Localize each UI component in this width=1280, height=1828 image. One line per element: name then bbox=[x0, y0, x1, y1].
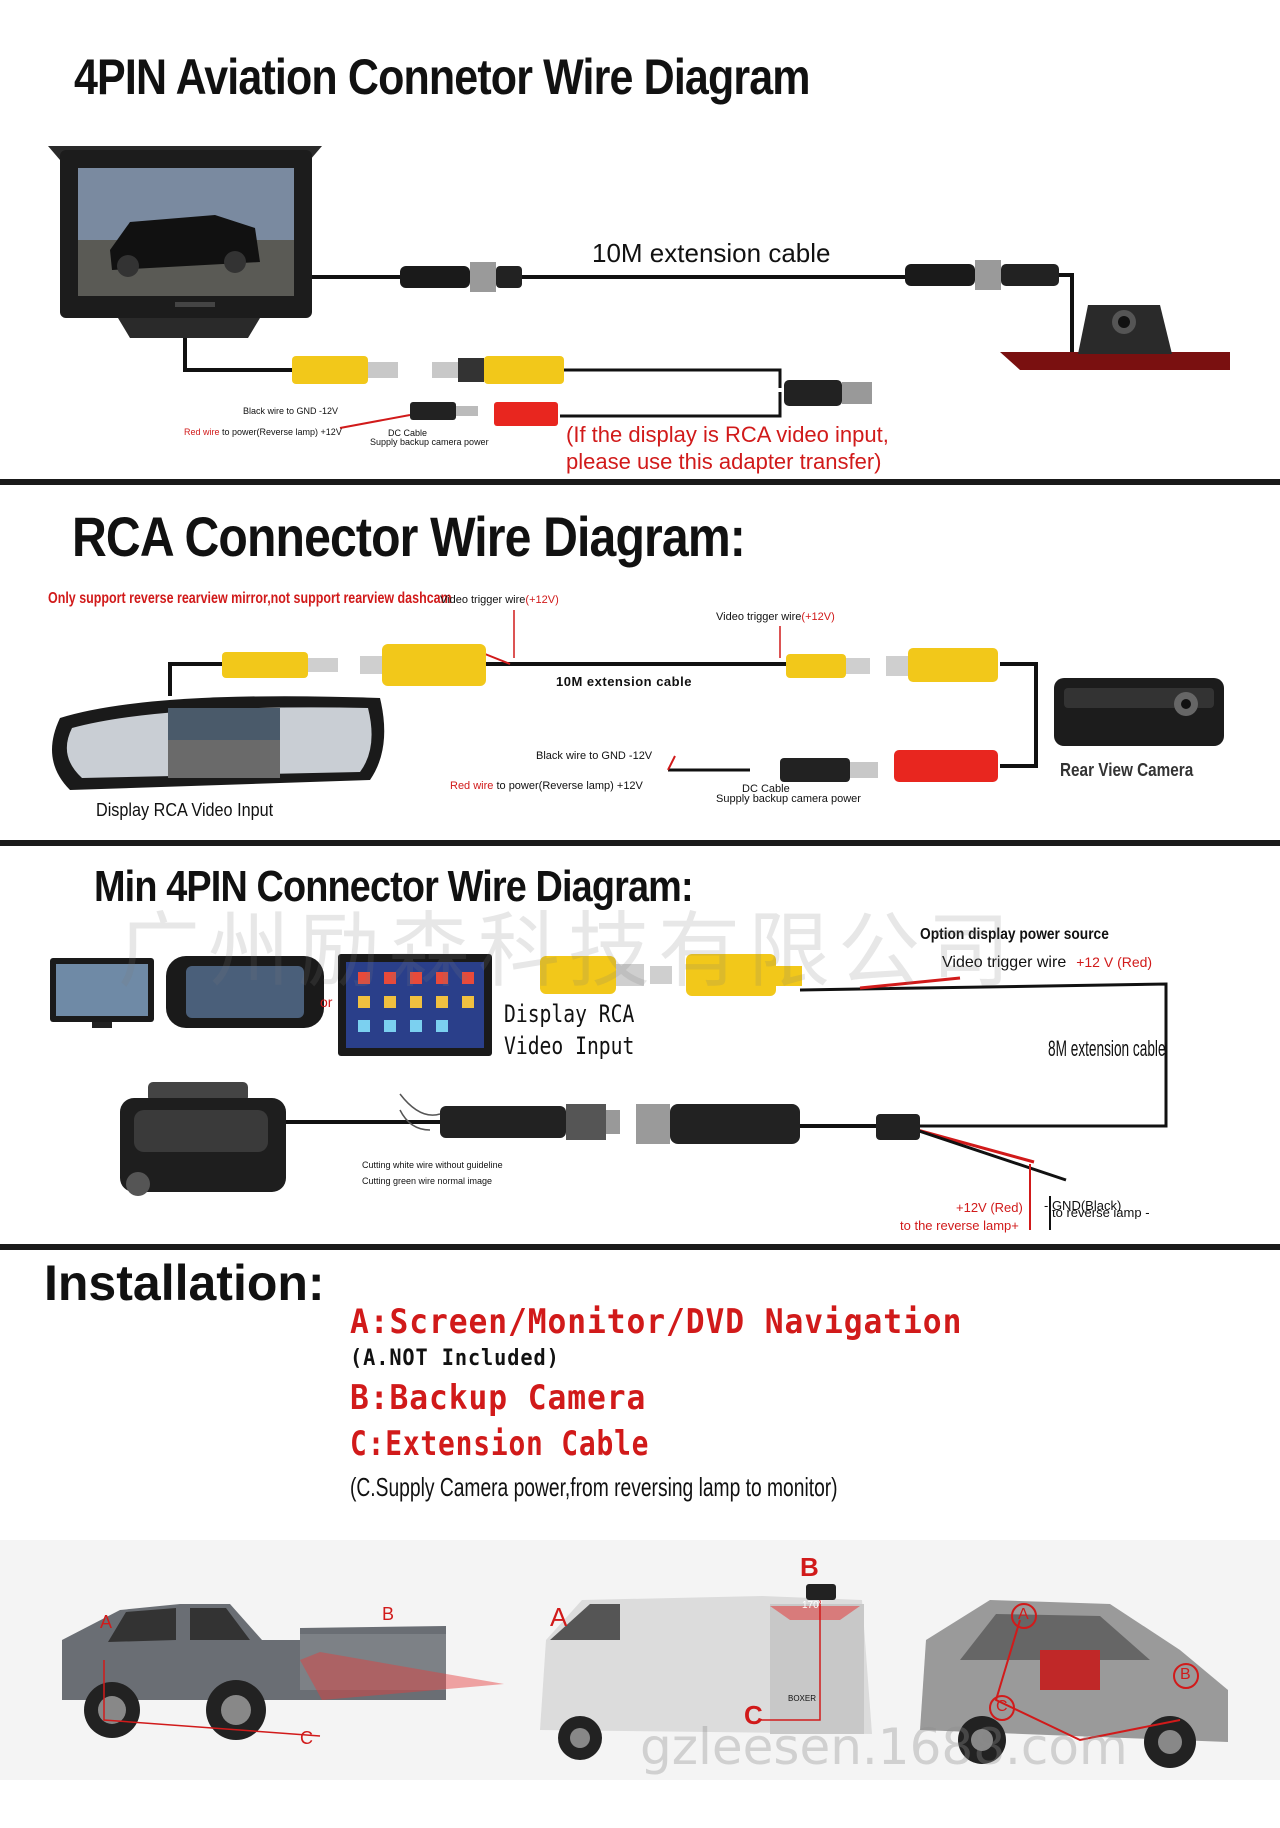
s2-red-wire-word: Red wire bbox=[450, 780, 494, 792]
s2-extension-label: 10M extension cable bbox=[556, 674, 692, 689]
android-navigation-screen bbox=[338, 954, 492, 1056]
s3-trigger-text: Video trigger wire bbox=[942, 954, 1067, 971]
divider-1 bbox=[0, 479, 1280, 485]
rca-adapter bbox=[292, 356, 872, 426]
van-brand-label: BOXER bbox=[788, 1694, 817, 1703]
s1-dc-cable-label: DC Cable bbox=[388, 428, 428, 438]
section1-title: 4PIN Aviation Connetor Wire Diagram bbox=[74, 49, 811, 105]
s3-display-line1: Display RCA bbox=[504, 1000, 635, 1028]
install-line-b: B:Backup Camera bbox=[350, 1378, 647, 1418]
section3-title: Min 4PIN Connector Wire Diagram: bbox=[94, 862, 694, 911]
install-line-c: C:Extension Cable bbox=[350, 1424, 650, 1464]
s2-trigger-left-text: Video trigger wire bbox=[440, 594, 526, 606]
s3-gnd-label: - GND(Black) bbox=[1044, 1198, 1122, 1213]
monitor-7inch bbox=[48, 146, 322, 338]
s3-plus12-label: +12V (Red) bbox=[956, 1200, 1023, 1215]
aviation-connector-left bbox=[400, 262, 522, 292]
s3-option-power-label: Option display power source bbox=[920, 926, 1109, 943]
car-mark-a: A bbox=[1018, 1606, 1029, 1623]
section1-diagram bbox=[48, 146, 1230, 429]
s1-red-wire-label: Red wire to power(Reverse lamp) +12V bbox=[184, 427, 342, 437]
rearview-mirror-monitor bbox=[52, 696, 385, 790]
truck-mark-a: A bbox=[100, 1612, 113, 1632]
dashboard-screen bbox=[50, 958, 154, 1028]
s3-trigger-voltage: +12 V (Red) bbox=[1076, 954, 1153, 970]
section2-title: RCA Connector Wire Diagram: bbox=[72, 505, 746, 568]
s1-note-line2: please use this adapter transfer) bbox=[566, 449, 882, 474]
section3-diagram bbox=[50, 954, 1168, 1230]
tailgate-handle-camera bbox=[120, 1082, 286, 1196]
rear-view-camera-handle bbox=[1054, 678, 1224, 746]
s3-rev-lamp-text: to reverse lamp - bbox=[1052, 1210, 1150, 1219]
s3-display-line2: Video Input bbox=[504, 1032, 635, 1060]
website-watermark: gzleesen.1688.com bbox=[640, 1718, 1128, 1776]
s1-red-wire-rest: to power(Reverse lamp) +12V bbox=[219, 427, 342, 437]
van-mark-b: B bbox=[800, 1552, 819, 1582]
s3-or-label: or bbox=[320, 994, 333, 1010]
mini-4pin-connectors bbox=[440, 1104, 920, 1144]
install-line-c-note: (C.Supply Camera power,from reversing la… bbox=[350, 1472, 838, 1502]
section4-title: Installation: bbox=[44, 1255, 325, 1311]
truck-mark-b: B bbox=[382, 1604, 395, 1624]
s3-to-lamp-label: to the reverse lamp+ bbox=[900, 1218, 1019, 1233]
brake-light-camera bbox=[1000, 305, 1230, 370]
s2-trigger-right: Video trigger wire(+12V) bbox=[716, 611, 835, 623]
s2-trigger-left: Video trigger wire(+12V) bbox=[440, 594, 559, 606]
truck-mark-c: C bbox=[300, 1728, 313, 1748]
pickup-truck bbox=[62, 1604, 504, 1740]
s2-trigger-left-voltage: (+12V) bbox=[525, 594, 559, 606]
s3-cut-green-label: Cutting green wire normal image bbox=[362, 1176, 493, 1186]
s2-trigger-right-text: Video trigger wire bbox=[716, 611, 802, 623]
s3-rev-lamp-label: to reverse lamp - bbox=[1052, 1210, 1150, 1219]
s2-supply-power-label: Supply backup camera power bbox=[716, 793, 861, 805]
rca-connectors bbox=[540, 954, 802, 996]
install-line-a: A:Screen/Monitor/DVD Navigation bbox=[350, 1302, 963, 1342]
s1-supply-power-label: Supply backup camera power bbox=[370, 437, 489, 447]
s3-trigger-label: Video trigger wire +12 V (Red) bbox=[942, 954, 1152, 972]
s2-red-wire-rest: to power(Reverse lamp) +12V bbox=[493, 780, 643, 792]
mirror-screen bbox=[166, 956, 324, 1028]
s3-extension-label: 8M extension cable bbox=[1048, 1036, 1166, 1061]
aviation-connector-right bbox=[905, 260, 1059, 290]
s1-note-line1: (If the display is RCA video input, bbox=[566, 422, 889, 447]
s1-red-wire-word: Red wire bbox=[184, 427, 220, 437]
install-line-a-note: (A.NOT Included) bbox=[350, 1346, 560, 1371]
van-mark-a: A bbox=[550, 1602, 568, 1632]
s3-cut-white-label: Cutting white wire without guideline bbox=[362, 1160, 503, 1170]
s2-black-wire-label: Black wire to GND -12V bbox=[536, 750, 653, 762]
white-van bbox=[540, 1584, 872, 1760]
chinese-watermark: 广州励森科技有限公司 bbox=[118, 904, 1019, 999]
s1-black-wire-label: Black wire to GND -12V bbox=[243, 406, 339, 416]
section2-diagram bbox=[52, 610, 1224, 790]
s2-dc-cable-label: DC Cable bbox=[742, 783, 790, 795]
car-mark-c: C bbox=[996, 1698, 1008, 1715]
van-angle-label: 170° bbox=[802, 1600, 823, 1611]
s2-display-input-label: Display RCA Video Input bbox=[96, 800, 274, 820]
s2-only-support-note: Only support reverse rearview mirror,not… bbox=[48, 590, 452, 607]
car-mark-b: B bbox=[1180, 1666, 1191, 1683]
s2-rear-camera-label: Rear View Camera bbox=[1060, 760, 1194, 780]
s2-trigger-right-voltage: (+12V) bbox=[801, 611, 835, 623]
s1-extension-label: 10M extension cable bbox=[592, 238, 831, 268]
s2-red-wire-label: Red wire to power(Reverse lamp) +12V bbox=[450, 780, 643, 792]
van-mark-c: C bbox=[744, 1700, 763, 1730]
rca-connectors bbox=[222, 644, 998, 782]
divider-3 bbox=[0, 1244, 1280, 1250]
sedan-cutaway bbox=[920, 1600, 1228, 1768]
divider-2 bbox=[0, 840, 1280, 846]
